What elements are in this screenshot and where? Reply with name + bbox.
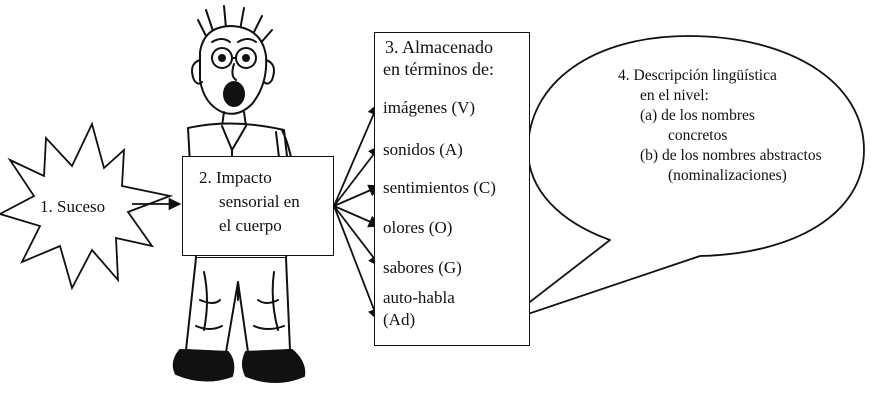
impact-line-3: el cuerpo: [219, 216, 282, 235]
arrow-to-auto-habla: [333, 205, 380, 322]
storage-item-auto-habla-code: (Ad): [383, 310, 416, 329]
description-line-1: 4. Descripción lingüística: [618, 67, 777, 84]
storage-box: 3. Almacenado en términos de: imágenes (…: [374, 32, 530, 346]
description-line-3: (a) de los nombres: [640, 107, 755, 124]
storage-item-sabores: sabores (G): [383, 258, 462, 277]
arrow-to-olores: [333, 205, 382, 228]
storage-item-sentimientos: sentimientos (C): [383, 178, 496, 197]
impact-line-2: sensorial en: [219, 192, 300, 211]
impact-box: 2. Impacto sensorial en el cuerpo: [182, 156, 334, 256]
event-starburst: [0, 121, 174, 291]
event-label: 1. Suceso: [40, 197, 106, 216]
storage-title-line-1: 3. Almacenado: [385, 37, 493, 57]
storage-item-olores: olores (O): [383, 218, 453, 237]
description-speech-bubble: [503, 35, 865, 323]
storage-item-imagenes: imágenes (V): [383, 98, 476, 117]
arrow-to-sonidos: [333, 145, 381, 207]
arrow-to-imagenes: [333, 102, 380, 207]
description-line-5: (b) de los nombres abstractos: [640, 147, 822, 164]
arrow-to-sentimientos: [333, 184, 382, 207]
arrows-impact-to-storage: [333, 102, 382, 322]
storage-title-line-2: en términos de:: [383, 59, 494, 79]
description-line-4: concretos: [668, 127, 728, 144]
storage-item-auto-habla: auto-habla: [383, 288, 455, 307]
description-line-6: (nominalizaciones): [668, 167, 787, 184]
description-line-2: en el nivel:: [640, 87, 709, 104]
arrow-to-sabores: [333, 205, 381, 267]
storage-item-sonidos: sonidos (A): [383, 140, 463, 159]
impact-line-1: 2. Impacto: [199, 168, 272, 187]
